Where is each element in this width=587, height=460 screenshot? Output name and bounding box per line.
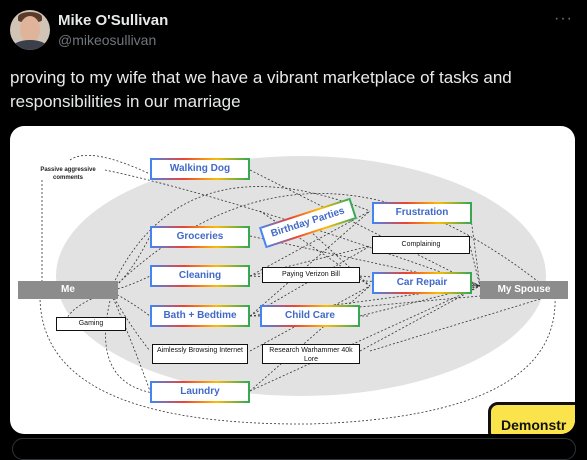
more-options-icon[interactable]: ···	[554, 10, 573, 27]
task-car-repair: Car Repair	[372, 272, 472, 294]
task-laundry: Laundry	[150, 381, 250, 403]
next-card-edge	[12, 438, 576, 460]
avatar-body	[12, 40, 48, 50]
me-node: Me	[18, 281, 118, 299]
tweet-text: proving to my wife that we have a vibran…	[10, 68, 512, 111]
author-name[interactable]: Mike O'Sullivan	[58, 12, 169, 29]
tweet-image[interactable]: Passive aggressive comments Me My Spouse…	[10, 126, 575, 434]
complaining-item: Complaining	[372, 236, 470, 254]
avatar[interactable]	[10, 10, 50, 50]
browsing-item: Aimlessly Browsing Internet	[152, 344, 248, 364]
task-walking-dog: Walking Dog	[150, 158, 250, 180]
demonstration-label: Demonstr	[488, 402, 575, 434]
task-child-care: Child Care	[260, 305, 360, 327]
task-groceries: Groceries	[150, 226, 250, 248]
avatar-face	[20, 16, 40, 42]
gaming-item: Gaming	[56, 317, 126, 331]
passive-aggressive-comments-note: Passive aggressive comments	[40, 167, 96, 181]
task-frustration: Frustration	[372, 202, 472, 224]
paying-bill-item: Paying Verizon Bill	[262, 267, 360, 283]
demonstration-text: Demonstr	[501, 417, 567, 433]
author-handle[interactable]: @mikeosullivan	[58, 32, 157, 48]
research-item: Research Warhammer 40k Lore	[262, 344, 360, 364]
task-cleaning: Cleaning	[150, 265, 250, 287]
task-bath-bedtime: Bath + Bedtime	[150, 305, 250, 327]
my-spouse-node: My Spouse	[480, 281, 568, 299]
